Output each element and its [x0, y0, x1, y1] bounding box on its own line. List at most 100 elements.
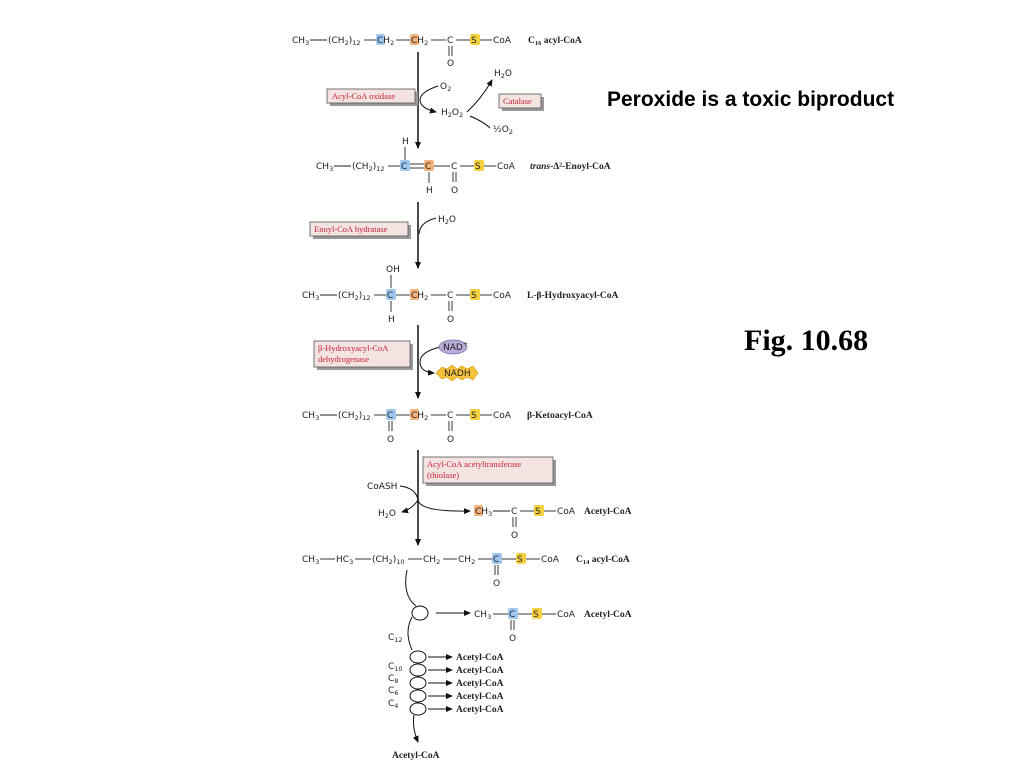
svg-text:Acetyl-CoA: Acetyl-CoA — [456, 705, 504, 715]
svg-text:H: H — [402, 137, 409, 147]
svg-text:CH3: CH3 — [292, 36, 309, 47]
svg-text:Enoyl-CoA hydratase: Enoyl-CoA hydratase — [314, 224, 388, 234]
svg-text:CoA: CoA — [493, 411, 512, 421]
svg-text:β-Ketoacyl-CoA: β-Ketoacyl-CoA — [527, 411, 593, 421]
svg-text:S: S — [471, 291, 477, 301]
svg-text:H: H — [426, 186, 433, 196]
svg-text:(CH2)12: (CH2)12 — [328, 36, 361, 47]
svg-text:C: C — [401, 162, 407, 172]
svg-text:Acetyl-CoA: Acetyl-CoA — [456, 653, 504, 663]
svg-text:O: O — [511, 531, 518, 541]
svg-text:NAD+: NAD+ — [443, 340, 468, 353]
svg-text:O: O — [493, 579, 500, 589]
acetyl-coa-product-1: CH3 C O S CoA Acetyl-CoA — [474, 505, 632, 541]
svg-text:C: C — [447, 411, 453, 421]
peroxide-note: Peroxide is a toxic biproduct — [607, 88, 895, 111]
svg-text:β-Hydroxyacyl-CoA: β-Hydroxyacyl-CoA — [318, 343, 389, 353]
svg-text:H2O: H2O — [438, 215, 456, 226]
svg-text:C4: C4 — [388, 699, 398, 710]
hydroxyacyl-coa: OH CH3 (CH2)12 C H CH2 C O S CoA L-β-Hyd… — [302, 265, 619, 325]
svg-text:C: C — [387, 291, 393, 301]
repeated-cycles: Acetyl-CoA Acetyl-CoA Acetyl-CoA Acetyl-… — [392, 650, 504, 761]
svg-text:CH2: CH2 — [411, 291, 428, 302]
svg-text:S: S — [535, 507, 541, 517]
enoyl-coa-hydratase-box: Enoyl-CoA hydratase — [309, 221, 411, 239]
svg-text:Acetyl-CoA: Acetyl-CoA — [456, 692, 504, 702]
svg-text:S: S — [471, 411, 477, 421]
cycle-labels: C12 C10 C8 C6 C4 — [388, 633, 403, 710]
svg-text:CH2: CH2 — [411, 411, 428, 422]
svg-text:CH3: CH3 — [316, 162, 333, 173]
svg-text:C: C — [387, 411, 393, 421]
svg-text:C: C — [511, 507, 517, 517]
hydroxyacyl-dehydrogenase-box: β-Hydroxyacyl-CoA dehydrogenase — [313, 340, 413, 370]
svg-text:CoA: CoA — [541, 555, 560, 565]
svg-text:OH: OH — [386, 265, 400, 275]
svg-text:CH3: CH3 — [475, 507, 492, 518]
svg-text:Acetyl-CoA: Acetyl-CoA — [456, 679, 504, 689]
svg-text:C: C — [447, 291, 453, 301]
svg-text:L-β-Hydroxyacyl-CoA: L-β-Hydroxyacyl-CoA — [527, 291, 619, 301]
svg-text:(CH2)12: (CH2)12 — [352, 162, 385, 173]
svg-text:CoA: CoA — [497, 162, 516, 172]
svg-text:O: O — [509, 634, 516, 644]
svg-text:Acetyl-CoA: Acetyl-CoA — [584, 610, 632, 620]
svg-text:S: S — [533, 610, 539, 620]
svg-text:H2O: H2O — [494, 69, 512, 80]
svg-text:C: C — [447, 36, 453, 46]
svg-text:S: S — [475, 162, 481, 172]
svg-text:S: S — [517, 555, 523, 565]
svg-text:CoA: CoA — [557, 507, 576, 517]
svg-text:(CH2)10: (CH2)10 — [372, 555, 405, 566]
svg-text:CoA: CoA — [557, 610, 576, 620]
svg-text:C12: C12 — [388, 633, 403, 644]
c16-acyl-coa: CH3 (CH2)12 CH2 CH2 C O S CoA C16 acyl-C… — [292, 34, 582, 69]
svg-text:O: O — [447, 315, 454, 325]
svg-text:CoA: CoA — [493, 291, 512, 301]
svg-text:(CH2)12: (CH2)12 — [338, 411, 371, 422]
svg-text:C: C — [425, 162, 431, 172]
svg-text:CH3: CH3 — [302, 291, 319, 302]
svg-text:H: H — [388, 315, 395, 325]
nadh: NADH — [435, 364, 479, 382]
svg-text:CH2: CH2 — [423, 555, 440, 566]
svg-text:S: S — [471, 36, 477, 46]
svg-text:C8: C8 — [388, 674, 398, 685]
svg-text:C16 acyl-CoA: C16 acyl-CoA — [528, 36, 582, 47]
figure-label: Fig. 10.68 — [744, 324, 869, 357]
svg-text:CH2: CH2 — [411, 36, 428, 47]
svg-text:Catalase: Catalase — [503, 96, 532, 106]
acyl-coa-oxidase-box: Acyl-CoA oxidase — [326, 88, 418, 106]
svg-text:½O2: ½O2 — [493, 125, 513, 136]
svg-text:CH2: CH2 — [458, 555, 475, 566]
svg-text:NADH: NADH — [444, 369, 471, 379]
thiolase-box: Acyl-CoA acetyltransferase (thiolase) — [422, 456, 556, 486]
catalase-box: Catalase — [498, 93, 544, 111]
svg-text:O2: O2 — [440, 82, 451, 93]
svg-text:CH3: CH3 — [474, 610, 491, 621]
svg-text:O: O — [451, 186, 458, 196]
svg-text:H2O2: H2O2 — [441, 108, 463, 119]
svg-text:dehydrogenase: dehydrogenase — [318, 354, 369, 364]
svg-text:(CH2)12: (CH2)12 — [338, 291, 371, 302]
svg-text:Acetyl-CoA: Acetyl-CoA — [584, 507, 632, 517]
svg-text:C: C — [493, 555, 499, 565]
svg-text:CoASH: CoASH — [367, 482, 397, 492]
svg-text:C14 acyl-CoA: C14 acyl-CoA — [576, 555, 630, 566]
svg-text:Acyl-CoA acetyltransferase: Acyl-CoA acetyltransferase — [427, 459, 521, 469]
svg-text:Acetyl-CoA: Acetyl-CoA — [392, 751, 440, 761]
c14-acyl-coa: CH3 HC3 (CH2)10 CH2 CH2 C O S CoA C14 ac… — [302, 553, 630, 589]
svg-text:HC3: HC3 — [336, 555, 353, 566]
svg-text:C: C — [451, 162, 457, 172]
nad-plus: NAD+ — [438, 339, 468, 355]
svg-text:Acyl-CoA oxidase: Acyl-CoA oxidase — [332, 91, 395, 101]
svg-text:C10: C10 — [388, 662, 403, 673]
svg-text:C: C — [509, 610, 515, 620]
svg-text:CH3: CH3 — [302, 555, 319, 566]
acetyl-coa-product-2: CH3 C O S CoA Acetyl-CoA — [474, 608, 632, 644]
svg-text:trans-Δ²-Enoyl-CoA: trans-Δ²-Enoyl-CoA — [530, 162, 611, 172]
svg-text:CH3: CH3 — [302, 411, 319, 422]
trans-enoyl-coa: H CH3 (CH2)12 C C H C O S CoA trans-Δ²-E… — [316, 137, 611, 196]
svg-text:C6: C6 — [388, 686, 398, 697]
